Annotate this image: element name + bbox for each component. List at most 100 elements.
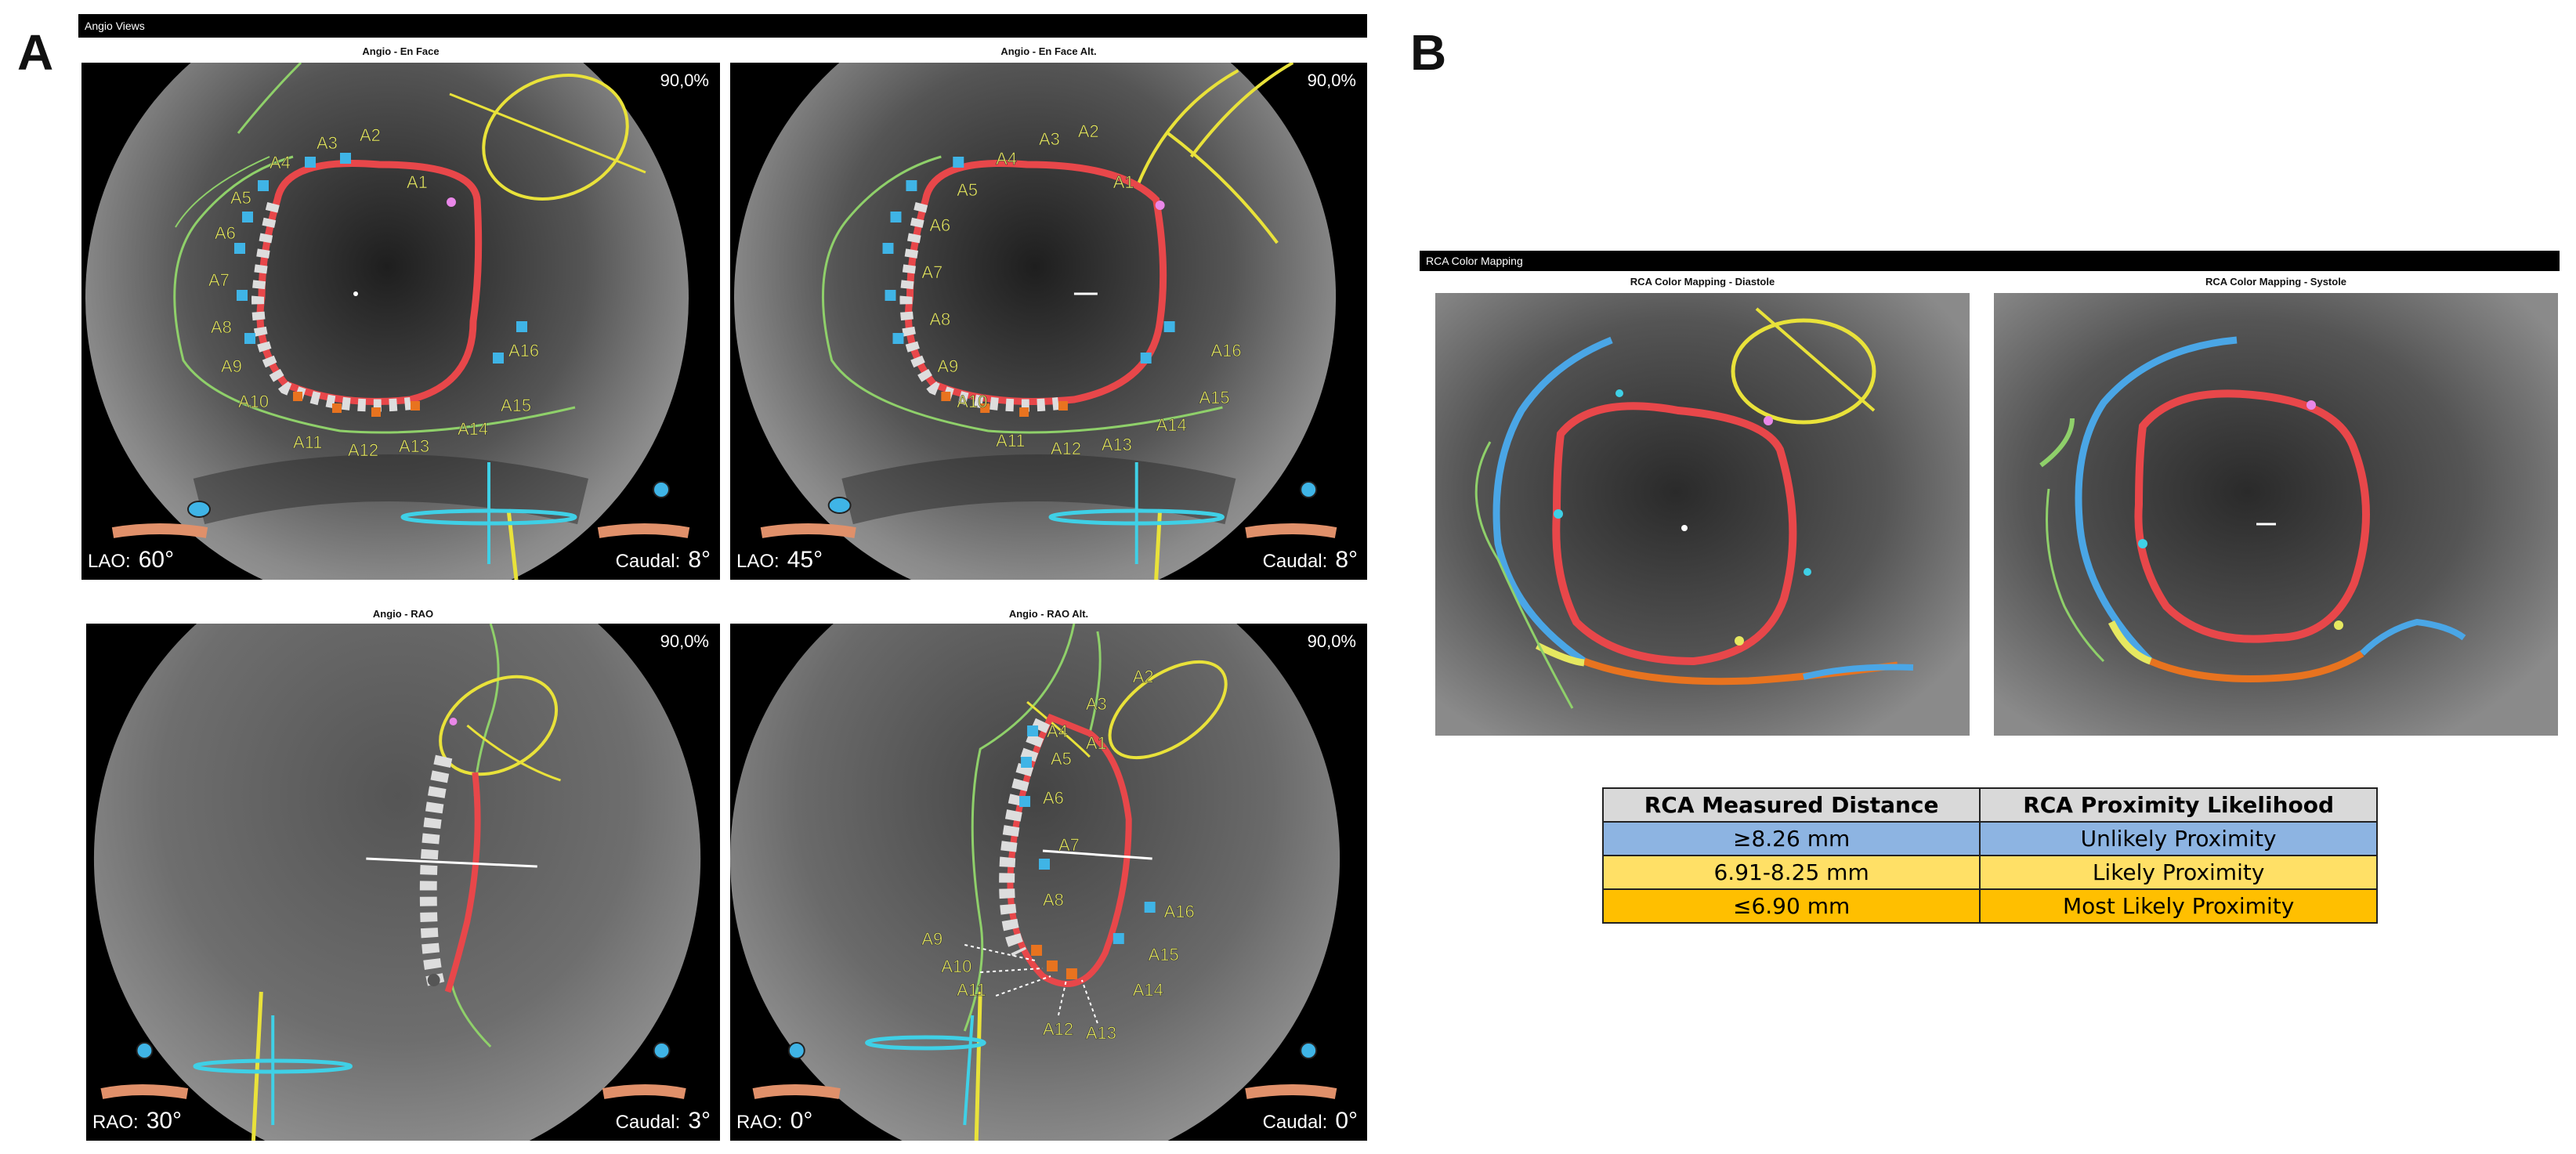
legend-header-row: RCA Measured Distance RCA Proximity Like… — [1601, 787, 2378, 823]
svg-text:A16: A16 — [1164, 902, 1195, 921]
svg-text:A8: A8 — [929, 309, 950, 329]
view-title-rao-container: Angio - RAO — [86, 605, 720, 625]
legend-row: 6.91-8.25 mm Likely Proximity — [1601, 855, 2378, 890]
rca-color-mapping-header: RCA Color Mapping — [1420, 251, 2560, 271]
svg-text:A9: A9 — [221, 356, 242, 376]
svg-text:A11: A11 — [996, 431, 1025, 450]
view-title-rao-alt-container: Angio - RAO Alt. — [730, 605, 1367, 625]
projection-value: 45° — [787, 547, 823, 573]
svg-text:A8: A8 — [211, 317, 232, 337]
rca-map-systole-image — [1994, 293, 2558, 736]
view-title-en-face-container: Angio - En Face — [81, 42, 720, 63]
zoom-level: 90,0% — [660, 71, 709, 90]
svg-text:A6: A6 — [929, 215, 950, 235]
svg-text:A15: A15 — [1199, 388, 1230, 407]
tilt-value: 8° — [688, 547, 711, 573]
rca-map-diastole[interactable] — [1435, 293, 1970, 736]
svg-text:A4: A4 — [270, 153, 291, 172]
svg-text:A11: A11 — [957, 980, 986, 1000]
svg-text:A9: A9 — [937, 356, 958, 376]
svg-text:A11: A11 — [293, 432, 323, 452]
projection-label: LAO: — [88, 551, 131, 572]
view-title-en-face-alt-container: Angio - En Face Alt. — [730, 42, 1367, 63]
svg-text:A12: A12 — [348, 440, 378, 460]
tilt-angle: Caudal:0° — [1263, 1108, 1358, 1134]
panel-a-letter: A — [17, 24, 54, 81]
svg-text:A10: A10 — [957, 392, 987, 411]
svg-text:A3: A3 — [1039, 129, 1060, 149]
svg-text:A2: A2 — [360, 125, 381, 145]
svg-text:A7: A7 — [208, 270, 230, 290]
svg-text:A3: A3 — [1086, 694, 1107, 714]
svg-text:A1: A1 — [407, 172, 428, 192]
svg-text:A15: A15 — [1149, 945, 1179, 964]
projection-angle: RAO: 30° — [92, 1108, 182, 1134]
proximity-legend-table: RCA Measured Distance RCA Proximity Like… — [1601, 787, 2378, 924]
zoom-level: 90,0% — [660, 631, 709, 651]
diastole-title: RCA Color Mapping - Diastole — [1630, 276, 1775, 288]
svg-text:A1: A1 — [1113, 172, 1134, 192]
legend-likelihood: Most Likely Proximity — [1979, 888, 2378, 924]
svg-text:A6: A6 — [215, 223, 236, 243]
projection-angle: RAO: 0° — [736, 1108, 812, 1134]
diastole-title-container: RCA Color Mapping - Diastole — [1435, 276, 1970, 295]
svg-text:A14: A14 — [458, 419, 488, 439]
panel-b-letter: B — [1410, 24, 1447, 81]
projection-value: 30° — [146, 1108, 183, 1134]
projection-label: RAO: — [92, 1112, 139, 1133]
svg-text:A16: A16 — [1210, 341, 1241, 360]
systole-title: RCA Color Mapping - Systole — [2205, 276, 2347, 288]
tilt-angle: Caudal: 8° — [616, 547, 711, 573]
zoom-level: 90,0% — [1307, 631, 1356, 651]
projection-angle: LAO: 60° — [88, 547, 174, 573]
tilt-label: Caudal: — [615, 1112, 681, 1133]
legend-likelihood: Likely Proximity — [1979, 855, 2378, 890]
view-title: Angio - En Face Alt. — [1000, 45, 1097, 57]
legend-distance: 6.91-8.25 mm — [1601, 855, 1981, 890]
svg-text:A6: A6 — [1043, 788, 1064, 808]
angio-view-rao[interactable]: 90,0% RAO: 30° Caudal: 3° — [86, 624, 720, 1141]
legend-header-likelihood: RCA Proximity Likelihood — [1979, 787, 2378, 823]
svg-text:A12: A12 — [1051, 439, 1081, 458]
svg-text:A2: A2 — [1133, 667, 1154, 686]
projection-value: 60° — [138, 547, 175, 573]
svg-text:A7: A7 — [921, 262, 942, 282]
svg-text:A10: A10 — [238, 392, 269, 411]
svg-text:A9: A9 — [921, 929, 942, 949]
tilt-value: 0° — [1335, 1108, 1358, 1134]
svg-text:A3: A3 — [317, 133, 338, 153]
tilt-value: 8° — [1335, 547, 1358, 573]
rca-map-systole[interactable] — [1994, 293, 2558, 736]
svg-text:A10: A10 — [941, 957, 971, 976]
svg-text:A7: A7 — [1058, 835, 1080, 855]
view-title: Angio - RAO Alt. — [1008, 608, 1089, 620]
systole-title-container: RCA Color Mapping - Systole — [1994, 276, 2558, 295]
zoom-level: 90,0% — [1307, 71, 1356, 90]
svg-text:A1: A1 — [1086, 733, 1107, 753]
tilt-value: 3° — [688, 1108, 711, 1134]
svg-text:A5: A5 — [957, 180, 978, 200]
svg-text:A13: A13 — [1102, 435, 1132, 454]
svg-text:A16: A16 — [508, 341, 539, 360]
angio-views-header: Angio Views — [78, 14, 1367, 38]
tilt-angle: Caudal: 8° — [1263, 547, 1358, 573]
projection-angle: LAO:45° — [736, 547, 823, 573]
view-title: Angio - RAO — [372, 608, 434, 620]
svg-text:A13: A13 — [399, 436, 429, 456]
svg-text:A5: A5 — [1051, 749, 1072, 769]
svg-text:A8: A8 — [1043, 890, 1064, 910]
svg-text:A2: A2 — [1078, 121, 1099, 141]
svg-text:A4: A4 — [1047, 722, 1068, 741]
projection-value: 0° — [790, 1108, 813, 1134]
tilt-label: Caudal: — [1262, 551, 1328, 572]
fluoro-image — [94, 624, 701, 1141]
legend-distance: ≤6.90 mm — [1601, 888, 1981, 924]
projection-label: RAO: — [736, 1112, 783, 1133]
legend-row: ≥8.26 mm Unlikely Proximity — [1601, 821, 2378, 856]
tilt-label: Caudal: — [615, 551, 681, 572]
